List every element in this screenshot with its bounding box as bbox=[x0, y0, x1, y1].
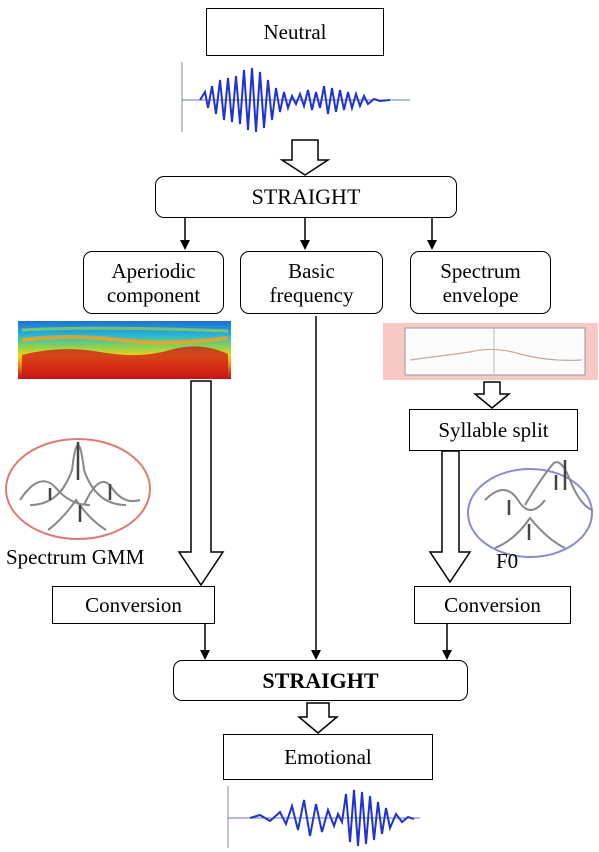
syllable-label: Syllable split bbox=[438, 418, 549, 442]
straight-bottom-label: STRAIGHT bbox=[262, 667, 379, 693]
hollow-arrow-right bbox=[428, 450, 472, 584]
neutral-waveform bbox=[181, 62, 410, 133]
emotional-box: Emotional bbox=[223, 734, 433, 780]
straight-top-box: STRAIGHT bbox=[155, 176, 457, 218]
hollow-arrow-bottom bbox=[296, 702, 340, 734]
aperiodic-label-line2: component bbox=[106, 282, 201, 307]
spectrogram-image bbox=[18, 321, 231, 379]
gmm-left-icon bbox=[5, 438, 151, 540]
straight-bottom-box: STRAIGHT bbox=[173, 660, 468, 701]
conversion-right-box: Conversion bbox=[414, 586, 571, 624]
emotional-waveform bbox=[227, 786, 420, 848]
aperiodic-box: Aperiodic component bbox=[83, 251, 224, 314]
syllable-split-box: Syllable split bbox=[409, 409, 578, 451]
hollow-arrow-syllable bbox=[472, 381, 512, 409]
basic-label-line1: Basic bbox=[288, 258, 335, 283]
emotional-label: Emotional bbox=[284, 745, 372, 769]
conversion-left-box: Conversion bbox=[52, 586, 215, 624]
spectrum-envelope-image bbox=[383, 323, 598, 380]
spectrum-envelope-box: Spectrum envelope bbox=[410, 251, 551, 314]
f0-label: F0 bbox=[496, 549, 519, 573]
hollow-arrow-left bbox=[177, 380, 225, 587]
spectrum-label-line2: envelope bbox=[442, 282, 519, 307]
neutral-box: Neutral bbox=[206, 8, 384, 56]
spectrum-label-line1: Spectrum bbox=[440, 258, 521, 283]
spectrum-gmm-label: Spectrum GMM bbox=[6, 545, 145, 569]
basic-frequency-box: Basic frequency bbox=[240, 251, 383, 314]
aperiodic-label-line1: Aperiodic bbox=[111, 258, 196, 283]
hollow-arrow-top bbox=[279, 139, 331, 176]
basic-label-line2: frequency bbox=[269, 282, 354, 307]
straight-top-label: STRAIGHT bbox=[251, 184, 361, 209]
neutral-label: Neutral bbox=[263, 20, 327, 44]
gmm-right-icon bbox=[467, 460, 593, 558]
conversion-right-label: Conversion bbox=[444, 593, 541, 617]
conversion-left-label: Conversion bbox=[85, 593, 182, 617]
